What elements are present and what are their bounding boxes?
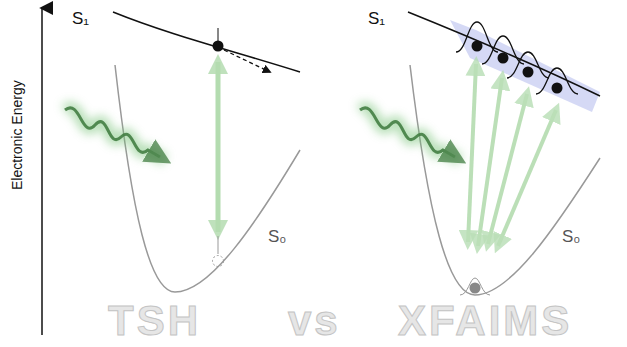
ground-dot — [213, 256, 224, 267]
ground-wavepacket — [460, 278, 490, 295]
trajectory-dots — [472, 41, 563, 94]
watermark: vs — [288, 300, 341, 342]
state-label: S₁ — [368, 10, 385, 27]
motion-arrow — [224, 50, 270, 72]
xfaims-panel — [360, 12, 600, 295]
axis-label: Electronic Energy — [10, 80, 24, 190]
ground-dot — [470, 283, 481, 294]
excitation-arrows — [468, 64, 556, 246]
state-label: S₀ — [562, 228, 580, 245]
hop-line — [218, 28, 219, 42]
watermark: XFAIMS — [398, 300, 572, 342]
photon — [65, 108, 165, 160]
hop-line — [218, 236, 219, 254]
s1-curve — [113, 12, 300, 72]
state-label: S₀ — [268, 228, 286, 245]
s1-curve — [408, 12, 600, 96]
wavepackets — [456, 22, 578, 94]
tsh-panel — [65, 12, 300, 292]
photon — [360, 108, 460, 160]
watermark: TSH — [108, 300, 201, 342]
trajectory-dot — [213, 41, 224, 52]
s0-curve — [115, 65, 300, 292]
energy-axis — [41, 8, 43, 335]
excitation-arrow — [216, 62, 221, 232]
state-label: S₁ — [72, 10, 89, 27]
